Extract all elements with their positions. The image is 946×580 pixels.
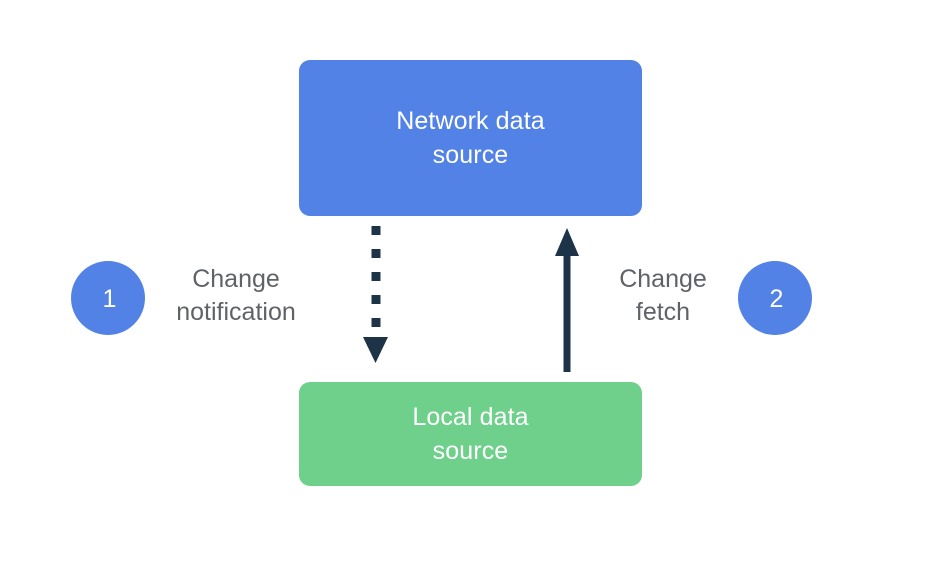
step-2-badge: 2: [738, 261, 812, 335]
network-data-source-node: Network data source: [299, 60, 642, 216]
change-fetch-label: Change fetch: [619, 265, 707, 326]
step-2-number: 2: [769, 284, 784, 313]
local-data-source-label: Local data source: [412, 403, 529, 465]
change-fetch-arrow-up-icon: [555, 228, 579, 372]
step-1-badge: 1: [71, 261, 145, 335]
local-data-source-node: Local data source: [299, 382, 642, 486]
change-notification-label: Change notification: [176, 265, 296, 326]
change-notification-arrow-down-icon: [363, 226, 388, 363]
network-data-source-label: Network data source: [396, 107, 545, 169]
step-1-number: 1: [102, 284, 117, 313]
